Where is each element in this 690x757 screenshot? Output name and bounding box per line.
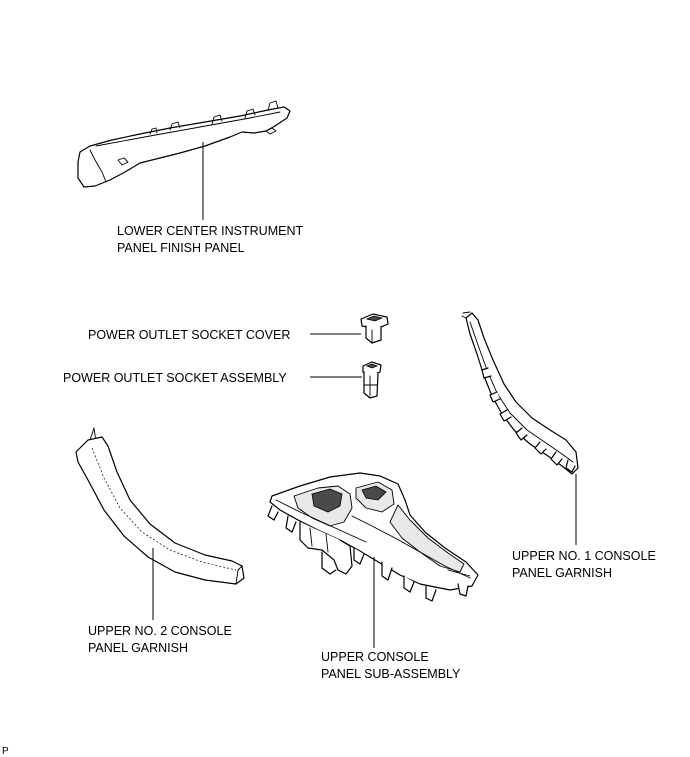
- lower-center-instrument-panel-finish-panel: [77, 100, 291, 188]
- label-upper-no2-garnish-line1: UPPER NO. 2 CONSOLE: [88, 624, 232, 638]
- upper-console-panel-sub-assembly: [267, 472, 479, 602]
- label-upper-no1-garnish-line2: PANEL GARNISH: [512, 566, 612, 580]
- power-outlet-socket-cover: [360, 313, 389, 344]
- label-lower-center-panel-line2: PANEL FINISH PANEL: [117, 241, 245, 255]
- label-upper-no1-garnish-line1: UPPER NO. 1 CONSOLE: [512, 549, 656, 563]
- label-upper-console-panel-line2: PANEL SUB-ASSEMBLY: [321, 667, 461, 681]
- upper-no1-console-panel-garnish: [461, 311, 579, 475]
- power-outlet-socket-assembly: [362, 361, 382, 399]
- label-upper-console-panel-line1: UPPER CONSOLE: [321, 650, 429, 664]
- label-socket-cover: POWER OUTLET SOCKET COVER: [88, 328, 290, 342]
- label-socket-assembly: POWER OUTLET SOCKET ASSEMBLY: [63, 371, 287, 385]
- corner-mark: P: [2, 746, 9, 757]
- upper-no2-console-panel-garnish: [75, 427, 245, 585]
- label-lower-center-panel-line1: LOWER CENTER INSTRUMENT: [117, 224, 303, 238]
- label-upper-no2-garnish-line2: PANEL GARNISH: [88, 641, 188, 655]
